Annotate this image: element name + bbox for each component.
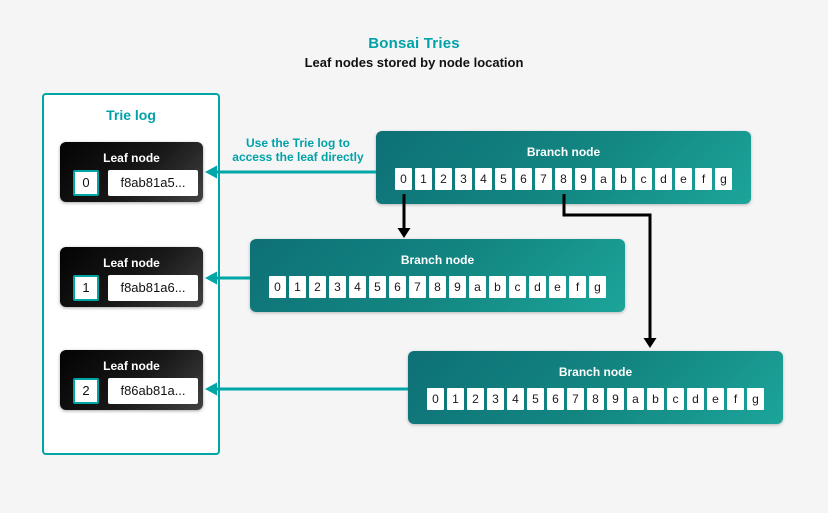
leaf-hash: f8ab81a6... [108,275,198,301]
branch-cell: 7 [567,388,584,410]
branch-cell: 5 [527,388,544,410]
branch-cell: 2 [467,388,484,410]
arrowhead-cell0-to-branch2-icon [397,228,411,238]
leaf-node-label: Leaf node [103,359,160,373]
branch-cell: d [687,388,704,410]
branch-cell: b [647,388,664,410]
branch-cell: d [655,168,672,190]
leaf-node-card-1: Leaf node 1 f8ab81a6... [60,247,203,307]
branch-cell: a [469,276,486,298]
leaf-index: 1 [73,275,99,301]
arrowhead-cell8-to-branch3-icon [643,338,657,348]
branch-cell: g [747,388,764,410]
trie-log-panel: Trie log Leaf node 0 f8ab81a5... Leaf no… [42,93,220,455]
branch-cell: 7 [409,276,426,298]
leaf-node-label: Leaf node [103,151,160,165]
branch-cell: d [529,276,546,298]
leaf-node-card-2: Leaf node 2 f86ab81a... [60,350,203,410]
leaf-hash: f86ab81a... [108,378,198,404]
page-title: Bonsai Tries [368,35,460,52]
branch-cell: 8 [555,168,572,190]
leaf-node-label: Leaf node [103,256,160,270]
branch-cell: e [707,388,724,410]
leaf-index: 0 [73,170,99,196]
branch-node-label: Branch node [400,253,475,267]
leaf-node-row: 2 f86ab81a... [73,378,198,404]
branch-cell: c [667,388,684,410]
annotation-line-1: Use the Trie log to [245,136,350,150]
branch-cell: 1 [415,168,432,190]
header: Bonsai Tries Leaf nodes stored by node l… [0,35,828,70]
trie-log-title: Trie log [106,107,156,123]
branch-cell: g [589,276,606,298]
leaf-hash: f8ab81a5... [108,170,198,196]
branch-cell: 5 [495,168,512,190]
annotation-text: Use the Trie log to access the leaf dire… [224,136,372,164]
branch-cell: c [635,168,652,190]
branch-cells-row: 0 1 2 3 4 5 6 7 8 9 a b c d e f g [408,388,783,410]
leaf-node-row: 1 f8ab81a6... [73,275,198,301]
branch-cell: 6 [515,168,532,190]
leaf-node-row: 0 f8ab81a5... [73,170,198,196]
branch-cell: 8 [587,388,604,410]
branch-cell: 2 [309,276,326,298]
branch-cells-row: 0 1 2 3 4 5 6 7 8 9 a b c d e f g [376,168,751,190]
leaf-node-card-0: Leaf node 0 f8ab81a5... [60,142,203,202]
branch-cell: f [569,276,586,298]
annotation-line-2: access the leaf directly [232,150,364,164]
branch-cell: 4 [507,388,524,410]
branch-node-label: Branch node [558,365,633,379]
page-subtitle: Leaf nodes stored by node location [304,55,524,70]
branch-node-label: Branch node [526,145,601,159]
branch-cell: 4 [349,276,366,298]
leaf-index: 2 [73,378,99,404]
branch-cell: 9 [607,388,624,410]
branch-cell: e [549,276,566,298]
branch-cell: a [595,168,612,190]
branch-cell: b [615,168,632,190]
branch-cell: a [627,388,644,410]
branch-cell: 0 [395,168,412,190]
branch-cell: 6 [389,276,406,298]
branch-cell: 8 [429,276,446,298]
branch-cell: 4 [475,168,492,190]
branch-cell: 2 [435,168,452,190]
branch-cell: 9 [575,168,592,190]
branch-cell: 0 [427,388,444,410]
branch-node-2: Branch node 0 1 2 3 4 5 6 7 8 9 a b c d … [250,239,625,312]
branch-cell: g [715,168,732,190]
branch-cell: e [675,168,692,190]
branch-cell: f [695,168,712,190]
branch-cell: c [509,276,526,298]
branch-cell: 6 [547,388,564,410]
branch-cell: 3 [487,388,504,410]
branch-cell: 5 [369,276,386,298]
branch-cell: 1 [289,276,306,298]
branch-node-3: Branch node 0 1 2 3 4 5 6 7 8 9 a b c d … [408,351,783,424]
branch-cell: 7 [535,168,552,190]
branch-cell: 3 [329,276,346,298]
branch-cell: 1 [447,388,464,410]
branch-cell: 0 [269,276,286,298]
branch-node-1: Branch node 0 1 2 3 4 5 6 7 8 9 a b c d … [376,131,751,204]
branch-cells-row: 0 1 2 3 4 5 6 7 8 9 a b c d e f g [250,276,625,298]
branch-cell: b [489,276,506,298]
branch-cell: f [727,388,744,410]
branch-cell: 9 [449,276,466,298]
branch-cell: 3 [455,168,472,190]
